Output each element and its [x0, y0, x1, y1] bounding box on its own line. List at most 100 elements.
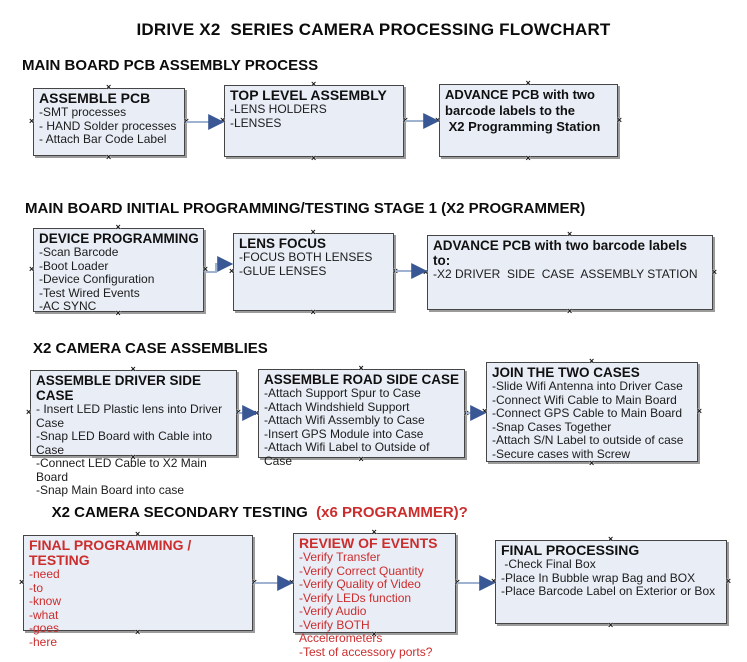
selection-handle: ×: [289, 577, 295, 587]
selection-handle: ×: [29, 116, 35, 126]
box-line: -Verify Correct Quantity: [299, 563, 424, 578]
box-line: -GLUE LENSES: [239, 263, 327, 278]
selection-handle: ×: [525, 153, 531, 163]
box-line: -what: [29, 607, 59, 622]
box-line: -Place Barcode Label on Exterior or Box: [501, 584, 716, 598]
selection-handle: ×: [202, 264, 208, 274]
box-line: -FOCUS BOTH LENSES: [239, 250, 373, 264]
box-line: -Verify Quality of Video: [299, 577, 421, 591]
selection-handle: ×: [235, 407, 241, 417]
box-line: -Verify Audio: [299, 604, 367, 618]
box-line: -Scan Barcode: [39, 245, 119, 259]
box-line: -LENS HOLDERS: [230, 102, 327, 116]
flow-box-final-processing[interactable]: FINAL PROCESSING -Check Final Box -Place…: [491, 534, 731, 630]
selection-handle: ×: [696, 406, 702, 416]
heading-red-part: (x6 PROGRAMMER)?: [311, 504, 468, 521]
box-line: -SMT processes: [39, 105, 127, 119]
box-title: ADVANCE PCB with two barcode labels to t…: [445, 87, 601, 134]
box-line: -know: [29, 594, 62, 608]
section-heading-pcb-assembly: MAIN BOARD PCB ASSEMBLY PROCESS: [22, 57, 319, 74]
box-line: -to: [29, 580, 44, 595]
section-heading-initial-programming: MAIN BOARD INITIAL PROGRAMMING/TESTING S…: [25, 200, 586, 217]
selection-handle: ×: [19, 577, 25, 587]
selection-handle: ×: [392, 266, 398, 276]
box-line: -Insert GPS Module into Case: [264, 426, 424, 441]
selection-handle: ×: [567, 306, 573, 316]
selection-handle: ×: [463, 407, 469, 418]
box-line: -LENSES: [230, 115, 282, 130]
selection-handle: ×: [29, 264, 35, 274]
selection-handle: ×: [229, 266, 235, 276]
selection-handle: ×: [454, 577, 460, 587]
box-line: -Snap Cases Together: [492, 419, 612, 434]
selection-handle: ×: [106, 152, 112, 162]
page-title: IDRIVE X2 SERIES CAMERA PROCESSING FLOWC…: [136, 20, 611, 39]
flow-box-join-two-cases[interactable]: JOIN THE TWO CASES -Slide Wifi Antenna i…: [482, 356, 702, 468]
box-line: -Boot Loader: [39, 258, 109, 273]
selection-handle: ×: [616, 114, 622, 125]
flow-box-advance-pcb-driver-side[interactable]: ADVANCE PCB with two barcode labels to: …: [423, 229, 717, 316]
selection-handle: ×: [435, 114, 441, 125]
box-line: -Attach Windshield Support: [264, 399, 410, 414]
box-line: -Snap LED Board with Cable into Case: [36, 429, 216, 457]
flow-box-advance-pcb-programming-station[interactable]: ADVANCE PCB with two barcode labels to t…: [435, 78, 622, 163]
box-title: FINAL PROGRAMMING / TESTING: [29, 537, 196, 568]
flow-box-assemble-road-side-case[interactable]: ASSEMBLE ROAD SIDE CASE -Attach Support …: [254, 363, 469, 467]
section-heading-case-assemblies: X2 CAMERA CASE ASSEMBLIES: [33, 340, 268, 357]
box-title: ASSEMBLE DRIVER SIDE CASE: [36, 373, 205, 403]
selection-handle: ×: [220, 115, 226, 125]
flow-box-assemble-pcb[interactable]: ASSEMBLE PCB -SMT processes - HAND Solde…: [29, 82, 189, 162]
flow-box-assemble-driver-side-case[interactable]: ASSEMBLE DRIVER SIDE CASE - Insert LED P…: [26, 364, 241, 497]
box-line: -Connect Wifi Cable to Main Board: [492, 392, 677, 407]
selection-handle: ×: [608, 620, 614, 630]
box-line: - Insert LED Plastic lens into Driver Ca…: [36, 402, 226, 430]
selection-handle: ×: [402, 115, 408, 125]
box-line: -Connect LED Cable to X2 Main Board: [36, 456, 211, 484]
box-line: -Check Final Box: [501, 557, 596, 571]
box-title: JOIN THE TWO CASES: [492, 365, 640, 380]
selection-handle: ×: [254, 407, 260, 418]
arrow-device-to-lensfocus: [205, 256, 234, 273]
selection-handle: ×: [711, 266, 717, 277]
selection-handle: ×: [482, 406, 488, 416]
selection-handle: ×: [491, 576, 497, 586]
flow-box-review-of-events[interactable]: REVIEW OF EVENTS -Verify Transfer -Verif…: [289, 527, 460, 658]
box-title: ASSEMBLE ROAD SIDE CASE: [264, 372, 460, 387]
box-line: -Attach Wifi Assembly to Case: [264, 413, 425, 427]
flow-box-device-programming[interactable]: DEVICE PROGRAMMING -Scan Barcode -Boot L…: [29, 222, 208, 318]
heading-black-part: X2 CAMERA SECONDARY TESTING: [51, 504, 312, 521]
box-line: -Attach S/N Label to outside of case: [492, 433, 684, 447]
flow-box-final-programming-testing[interactable]: FINAL PROGRAMMING / TESTING -need -to -k…: [19, 529, 257, 648]
box-line: -Test of accessory ports?: [299, 644, 433, 659]
box-title: REVIEW OF EVENTS: [299, 535, 438, 551]
flow-box-lens-focus[interactable]: LENS FOCUS -FOCUS BOTH LENSES -GLUE LENS…: [229, 227, 398, 317]
box-title: LENS FOCUS: [239, 236, 327, 251]
box-line: -Verify BOTH Accelerometers: [299, 617, 383, 645]
box-line: -Attach Wifi Label to Outside of Case: [264, 440, 433, 468]
box-title: DEVICE PROGRAMMING: [39, 231, 199, 246]
flow-box-top-level-assembly[interactable]: TOP LEVEL ASSEMBLY -LENS HOLDERS -LENSES…: [220, 79, 408, 163]
box-line: -Place In Bubble wrap Bag and BOX: [501, 570, 696, 585]
box-line: - Attach Bar Code Label: [39, 132, 167, 146]
section-heading-secondary-testing: X2 CAMERA SECONDARY TESTING (x6 PROGRAMM…: [35, 487, 468, 538]
box-line: -goes: [29, 621, 60, 635]
box-line: -here: [29, 634, 58, 649]
box-line: -need: [29, 567, 60, 581]
box-line: -Device Configuration: [39, 272, 155, 286]
box-title: ASSEMBLE PCB: [39, 90, 151, 106]
selection-handle: ×: [725, 576, 731, 586]
box-line: -AC SYNC: [39, 299, 97, 313]
box-title: TOP LEVEL ASSEMBLY: [230, 87, 387, 103]
box-line: -Verify LEDs function: [299, 590, 412, 605]
box-line: -Test Wired Events: [39, 285, 140, 300]
box-line: -Slide Wifi Antenna into Driver Case: [492, 379, 683, 393]
selection-handle: ×: [183, 116, 189, 126]
selection-handle: ×: [311, 153, 317, 163]
box-line: - HAND Solder processes: [39, 118, 177, 133]
selection-handle: ×: [423, 266, 429, 277]
box-line: -X2 DRIVER SIDE CASE ASSEMBLY STATION: [433, 267, 698, 281]
box-title: FINAL PROCESSING: [501, 542, 640, 558]
box-line: -Connect GPS Cable to Main Board: [492, 406, 683, 420]
selection-handle: ×: [251, 577, 257, 587]
